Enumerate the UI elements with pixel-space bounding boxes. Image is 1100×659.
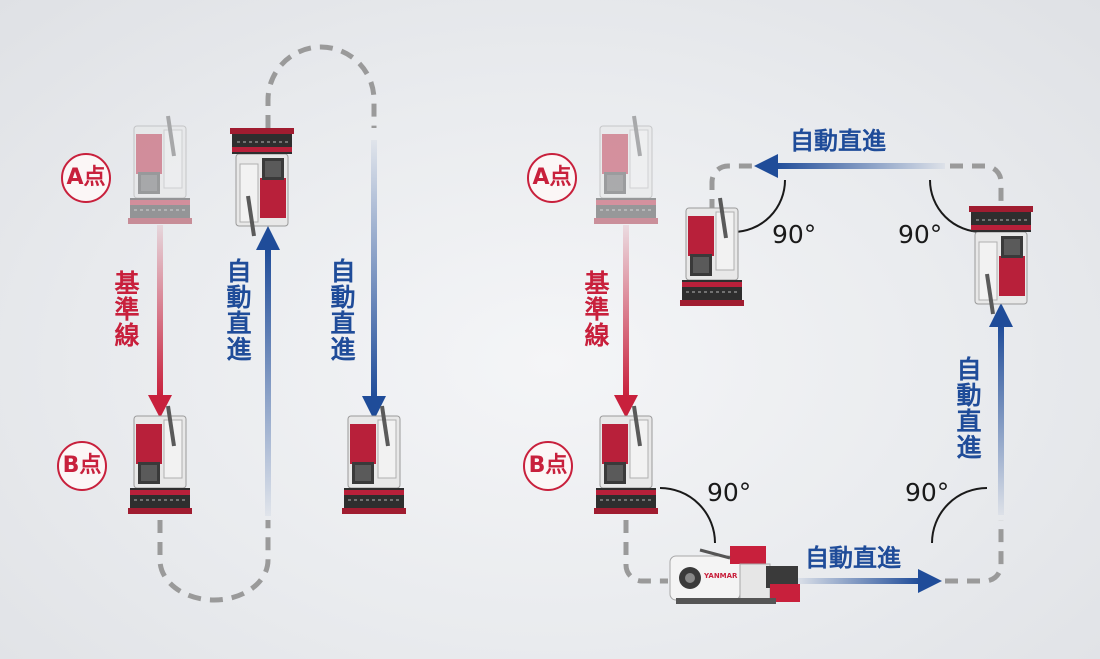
right-harvester-brand-logo: YANMAR xyxy=(704,572,738,580)
right-top-left-turn-path xyxy=(709,163,752,212)
left-auto-down-label: 自動直進 xyxy=(327,258,356,362)
left-auto-down-arrow-shaft xyxy=(371,140,377,398)
right-harvester-side-view xyxy=(669,546,800,604)
right-harvester-a-ghost xyxy=(592,114,660,226)
left-harvester-top-up xyxy=(228,126,296,238)
right-angle-label-top-left: 90° xyxy=(772,220,817,249)
right-auto-right-arrow-head xyxy=(989,303,1013,327)
right-baseline-arrow-head xyxy=(614,395,638,418)
left-bottom-turn-path xyxy=(157,520,271,603)
right-auto-right-label: 自動直進 xyxy=(953,356,982,460)
right-point-a-badge: A点 xyxy=(527,153,577,203)
left-point-b-badge: B点 xyxy=(57,441,107,491)
left-harvester-bottom-down xyxy=(340,404,408,516)
left-baseline-arrow-head xyxy=(148,395,172,418)
left-harvester-b xyxy=(126,404,194,516)
left-auto-up-arrow-shaft xyxy=(265,248,271,516)
right-auto-right-arrow-shaft xyxy=(998,325,1004,515)
left-top-turn-path xyxy=(265,44,377,128)
right-auto-top-arrow-shaft xyxy=(775,163,945,169)
left-baseline-label: 基準線 xyxy=(111,270,140,348)
right-harvester-b xyxy=(592,404,660,516)
right-auto-bottom-arrow-head xyxy=(918,569,942,593)
right-point-b-badge: B点 xyxy=(523,441,573,491)
left-baseline-arrow-shaft xyxy=(157,225,163,397)
right-angle-arc-bottom-left xyxy=(659,487,716,544)
right-baseline-label: 基準線 xyxy=(581,270,610,348)
left-auto-up-label: 自動直進 xyxy=(223,258,252,362)
right-baseline-arrow-shaft xyxy=(623,225,629,397)
right-angle-arc-bottom-right xyxy=(931,487,988,544)
left-auto-up-arrow-head xyxy=(256,226,280,250)
right-angle-label-top-right: 90° xyxy=(898,220,943,249)
right-angle-label-bottom-left: 90° xyxy=(707,478,752,507)
left-harvester-a-ghost xyxy=(126,114,194,226)
right-bottom-left-turn-path xyxy=(623,520,668,584)
left-point-a-badge: A点 xyxy=(61,153,111,203)
right-angle-label-bottom-right: 90° xyxy=(905,478,950,507)
right-auto-bottom-label: 自動直進 xyxy=(805,544,901,572)
right-harvester-top-left xyxy=(678,196,746,308)
right-top-right-turn-path xyxy=(950,163,1004,212)
right-auto-top-label: 自動直進 xyxy=(790,127,886,155)
right-auto-bottom-arrow-shaft xyxy=(795,578,920,584)
right-angle-arc-top-left xyxy=(732,179,786,233)
right-auto-top-arrow-head xyxy=(754,154,778,178)
right-bottom-right-turn-path xyxy=(945,520,1004,584)
right-harvester-top-right xyxy=(967,204,1035,316)
left-auto-down-arrow-head xyxy=(362,396,386,420)
